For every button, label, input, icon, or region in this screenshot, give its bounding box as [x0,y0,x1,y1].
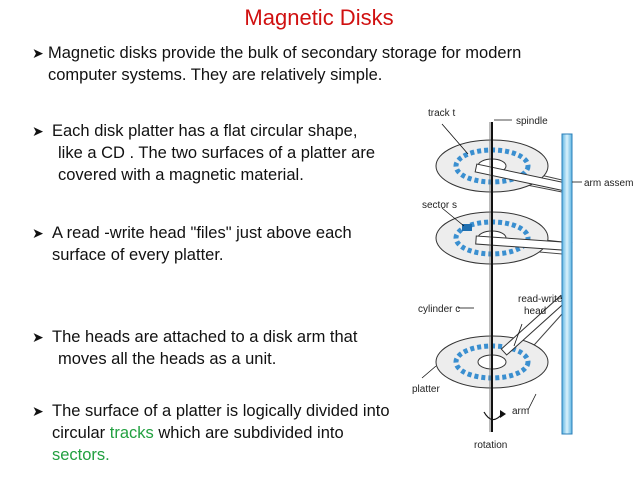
bullet-arrow-icon: ➤ [32,403,44,419]
disk-diagram: track t spindle arm assembly sector s cy… [412,108,634,451]
label-sector: sector s [422,200,457,211]
bullet-arrow-icon: ➤ [32,45,44,61]
bullet-2-line-1: Each disk platter has a flat circular sh… [52,122,358,140]
label-pointers [421,119,582,411]
bullet-1-line-1: Magnetic disks provide the bulk of secon… [48,44,522,62]
sector-highlight [462,224,472,231]
sectors-highlight: sectors. [52,446,110,464]
bullet-3-line-1: A read -write head "files" just above ea… [52,224,352,242]
bullet-2-line-2: like a CD . The two surfaces of a platte… [58,144,376,162]
bullet-1: Magnetic disks provide the bulk of secon… [48,42,521,86]
tracks-highlight: tracks [109,424,154,442]
bullet-5-line-2-post: which are subdivided into [153,424,344,442]
label-platter: platter [412,384,440,395]
label-rotation: rotation [474,440,507,451]
slide-title: Magnetic Disks [244,5,394,30]
bullet-5-line-2-pre: circular [52,424,110,442]
spindle [489,122,493,432]
label-arm: arm [512,406,529,417]
arm-assembly-bar [561,133,573,435]
bullet-5-line-1: The surface of a platter is logically di… [52,402,390,420]
platter-1 [435,139,572,193]
rotation-arrowhead-icon [500,410,506,418]
label-spindle: spindle [516,116,548,127]
label-cylinder: cylinder c [418,304,460,315]
bullet-arrow-icon: ➤ [32,329,44,345]
bullet-1-line-2: computer systems. They are relatively si… [48,66,383,84]
bullet-5: The surface of a platter is logically di… [52,400,390,466]
label-read-write: read-write [518,294,563,305]
bullet-4: The heads are attached to a disk arm tha… [52,326,357,370]
bullet-4-line-2: moves all the heads as a unit. [58,350,277,368]
bullet-3: A read -write head "files" just above ea… [52,222,352,266]
bullet-5-line-2: circular tracks which are subdivided int… [52,422,390,444]
bullet-2: Each disk platter has a flat circular sh… [52,120,375,186]
bullet-arrow-icon: ➤ [32,123,44,139]
bullet-3-line-2: surface of every platter. [52,246,224,264]
bullet-arrow-icon: ➤ [32,225,44,241]
label-track: track t [428,108,455,119]
label-head: head [524,306,546,317]
bullet-2-line-3: covered with a magnetic material. [58,166,304,184]
label-arm-assembly: arm assembly [584,178,634,189]
bullet-4-line-1: The heads are attached to a disk arm tha… [52,328,358,346]
